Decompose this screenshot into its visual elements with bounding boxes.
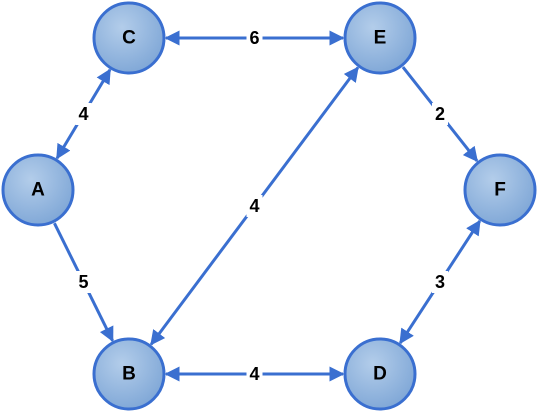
edge-weight-label: 5 xyxy=(78,272,88,292)
node-e: E xyxy=(343,1,417,75)
edge-weight-label: 4 xyxy=(249,196,259,216)
node-a: A xyxy=(1,153,75,227)
edge-weight-label: 4 xyxy=(249,364,259,384)
node-circle xyxy=(92,337,166,411)
edge-weight-label: 3 xyxy=(435,272,445,292)
edge-a-b: 5 xyxy=(53,222,114,343)
edge-label-background xyxy=(75,103,92,125)
node-label: D xyxy=(373,364,387,385)
node-label: A xyxy=(31,180,45,201)
edge-c-e: 6 xyxy=(164,27,345,49)
edge-a-c: 4 xyxy=(55,68,112,160)
node-label: F xyxy=(494,180,506,201)
node-circle xyxy=(463,153,537,227)
edge-b-d: 4 xyxy=(164,363,345,385)
node-circle xyxy=(92,1,166,75)
node-circle xyxy=(1,153,75,227)
node-c: C xyxy=(92,1,166,75)
node-label: B xyxy=(122,364,136,385)
edge-weight-label: 4 xyxy=(78,104,88,124)
edge-label-background xyxy=(246,27,263,49)
node-b: B xyxy=(92,337,166,411)
edge-e-f: 2 xyxy=(401,66,479,163)
edges-layer: 6 4 2 4 5 3 4 xyxy=(53,27,482,385)
edge-b-e: 4 xyxy=(149,66,360,346)
edge-d-f: 3 xyxy=(398,219,482,345)
edge-label-background xyxy=(246,195,263,217)
edge-label-background xyxy=(432,271,448,293)
edge-label-background xyxy=(246,363,263,385)
edge-weight-label: 2 xyxy=(435,104,445,124)
node-d: D xyxy=(343,337,417,411)
edge-label-background xyxy=(432,103,448,125)
node-label: E xyxy=(374,28,387,49)
edge-weight-label: 6 xyxy=(249,28,259,48)
node-label: C xyxy=(122,28,136,49)
edge-label-background xyxy=(75,271,92,293)
node-circle xyxy=(343,337,417,411)
nodes-layer: A B C D E F xyxy=(1,1,537,411)
node-f: F xyxy=(463,153,537,227)
node-circle xyxy=(343,1,417,75)
